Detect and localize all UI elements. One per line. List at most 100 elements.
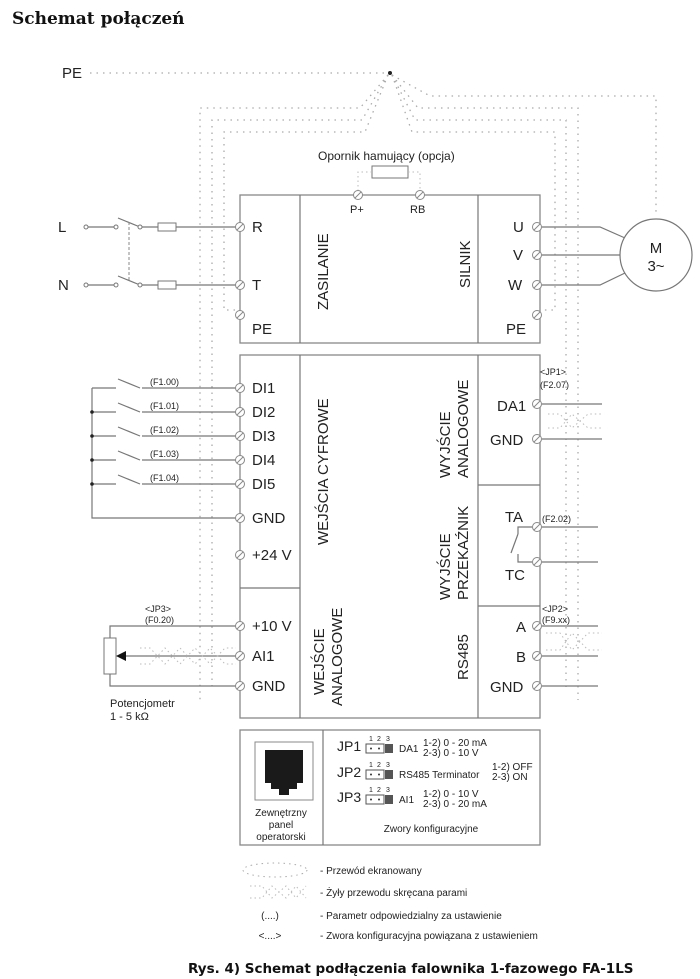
label-10v: +10 V bbox=[252, 618, 292, 635]
diagram-title: Schemat połączeń bbox=[12, 9, 185, 29]
label-pe-motor: PE bbox=[506, 321, 526, 338]
label-di2: DI2 bbox=[252, 404, 275, 421]
figure-caption: Rys. 4) Schemat podłączenia falownika 1-… bbox=[188, 961, 634, 977]
terminal-pe-motor[interactable] bbox=[532, 310, 542, 320]
jumper-jp1-ref: <JP1> bbox=[540, 367, 566, 377]
terminal-24v[interactable] bbox=[235, 550, 245, 560]
svg-text:3: 3 bbox=[386, 787, 390, 794]
param-f2-02: (F2.02) bbox=[542, 514, 571, 524]
param-f9-xx: (F9.xx) bbox=[542, 615, 570, 625]
terminal-gnd-rs485[interactable] bbox=[532, 681, 542, 691]
terminal-pe-supply[interactable] bbox=[235, 310, 245, 320]
param-f1-03: (F1.03) bbox=[150, 449, 179, 459]
section-analog-output-2: ANALOGOWE bbox=[455, 380, 472, 478]
jumper-jp2[interactable]: JP2 1 2 3 RS485 Terminator 1-2) OFF 2-3)… bbox=[337, 762, 533, 783]
jumper-jp2-ref: <JP2> bbox=[542, 604, 568, 614]
svg-text:2-3) ON: 2-3) ON bbox=[492, 772, 528, 783]
label-r: R bbox=[252, 219, 263, 236]
terminal-di3[interactable] bbox=[235, 431, 245, 441]
label-pe-supply: PE bbox=[252, 321, 272, 338]
svg-text:1: 1 bbox=[369, 736, 373, 743]
terminal-b[interactable] bbox=[532, 651, 542, 661]
terminal-u[interactable] bbox=[532, 222, 542, 232]
terminal-gnd-digital[interactable] bbox=[235, 513, 245, 523]
terminal-p-plus[interactable] bbox=[353, 190, 363, 200]
terminal-t[interactable] bbox=[235, 280, 245, 290]
legend-jumper-text: - Zwora konfiguracyjna powiązana z ustaw… bbox=[320, 931, 538, 942]
section-relay-output-2: PRZEKAŹNIK bbox=[455, 506, 472, 600]
terminal-gnd-analog-out[interactable] bbox=[532, 434, 542, 444]
terminal-r[interactable] bbox=[235, 222, 245, 232]
param-f2-07: (F2.07) bbox=[540, 380, 569, 390]
terminal-gnd-analog-in[interactable] bbox=[235, 681, 245, 691]
param-f1-01: (F1.01) bbox=[150, 401, 179, 411]
motor-m: M bbox=[650, 240, 663, 257]
terminal-di4[interactable] bbox=[235, 455, 245, 465]
pot-label: Potencjometr bbox=[110, 698, 175, 710]
svg-text:1: 1 bbox=[369, 787, 373, 794]
label-gnd-analog-out: GND bbox=[490, 432, 524, 449]
terminal-di2[interactable] bbox=[235, 407, 245, 417]
rj45-port-icon[interactable] bbox=[265, 750, 303, 795]
svg-text:2-3) 0 - 20 mA: 2-3) 0 - 20 mA bbox=[423, 799, 487, 810]
terminal-w[interactable] bbox=[532, 280, 542, 290]
pe-label: PE bbox=[62, 65, 82, 82]
param-f0-20: (F0.20) bbox=[145, 615, 174, 625]
legend: - Przewód ekranowany - Żyły przewodu skr… bbox=[242, 862, 538, 942]
legend-param-text: - Parametr odpowiedzialny za ustawienie bbox=[320, 911, 502, 922]
label-a: A bbox=[516, 619, 526, 636]
svg-text:JP2: JP2 bbox=[337, 764, 361, 780]
svg-text:1-2) 0 - 10 V: 1-2) 0 - 10 V bbox=[423, 789, 479, 800]
jumper-jp1[interactable]: JP1 1 2 3 DA1 1-2) 0 - 20 mA 2-3) 0 - 10… bbox=[337, 736, 487, 759]
svg-text:3: 3 bbox=[386, 762, 390, 769]
label-gnd-analog-in: GND bbox=[252, 678, 286, 695]
analog-output-wiring bbox=[542, 403, 602, 440]
svg-text:AI1: AI1 bbox=[399, 795, 414, 806]
terminal-v[interactable] bbox=[532, 250, 542, 260]
legend-shielded-symbol bbox=[242, 862, 308, 878]
label-rb: RB bbox=[410, 204, 425, 216]
label-di1: DI1 bbox=[252, 380, 275, 397]
rs485-wiring bbox=[542, 625, 602, 687]
label-di3: DI3 bbox=[252, 428, 275, 445]
label-b: B bbox=[516, 649, 526, 666]
svg-text:1-2) 0 - 20 mA: 1-2) 0 - 20 mA bbox=[423, 738, 487, 749]
label-ta: TA bbox=[505, 509, 523, 526]
potentiometer bbox=[103, 625, 236, 687]
param-f1-00: (F1.00) bbox=[150, 377, 179, 387]
motor-symbol bbox=[619, 218, 693, 292]
label-ai1: AI1 bbox=[252, 648, 275, 665]
svg-text:2: 2 bbox=[377, 736, 381, 743]
param-f1-04: (F1.04) bbox=[150, 473, 179, 483]
pot-range: 1 - 5 kΩ bbox=[110, 711, 149, 723]
terminal-rb[interactable] bbox=[415, 190, 425, 200]
terminal-ta[interactable] bbox=[532, 522, 542, 532]
section-relay-output-1: WYJŚCIE bbox=[436, 533, 454, 600]
terminal-ai1[interactable] bbox=[235, 651, 245, 661]
label-v: V bbox=[513, 247, 523, 264]
svg-text:1: 1 bbox=[369, 762, 373, 769]
jumpers-title: Zwory konfiguracyjne bbox=[384, 824, 479, 835]
jumper-jp3-ref: <JP3> bbox=[145, 604, 171, 614]
shield-cables-right bbox=[391, 74, 657, 700]
label-w: W bbox=[508, 277, 523, 294]
terminal-di5[interactable] bbox=[235, 479, 245, 489]
section-rs485: RS485 bbox=[455, 634, 472, 680]
brake-resistor bbox=[371, 165, 409, 179]
terminal-di1[interactable] bbox=[235, 383, 245, 393]
jumper-jp3[interactable]: JP3 1 2 3 AI1 1-2) 0 - 10 V 2-3) 0 - 20 … bbox=[337, 787, 487, 810]
panel-label-1: Zewnętrzny bbox=[255, 808, 307, 819]
terminal-da1[interactable] bbox=[532, 399, 542, 409]
label-t: T bbox=[252, 277, 261, 294]
section-analog-input-1: WEJŚCIE bbox=[310, 628, 328, 695]
terminal-10v[interactable] bbox=[235, 621, 245, 631]
label-di5: DI5 bbox=[252, 476, 275, 493]
terminal-tc[interactable] bbox=[532, 557, 542, 567]
legend-twisted-text: - Żyły przewodu skręcana parami bbox=[320, 886, 467, 899]
brake-resistor-label: Opornik hamujący (opcja) bbox=[318, 149, 455, 163]
svg-text:JP1: JP1 bbox=[337, 738, 361, 754]
control-block bbox=[239, 354, 541, 719]
shield-cables-left bbox=[199, 74, 389, 700]
terminal-a[interactable] bbox=[532, 621, 542, 631]
